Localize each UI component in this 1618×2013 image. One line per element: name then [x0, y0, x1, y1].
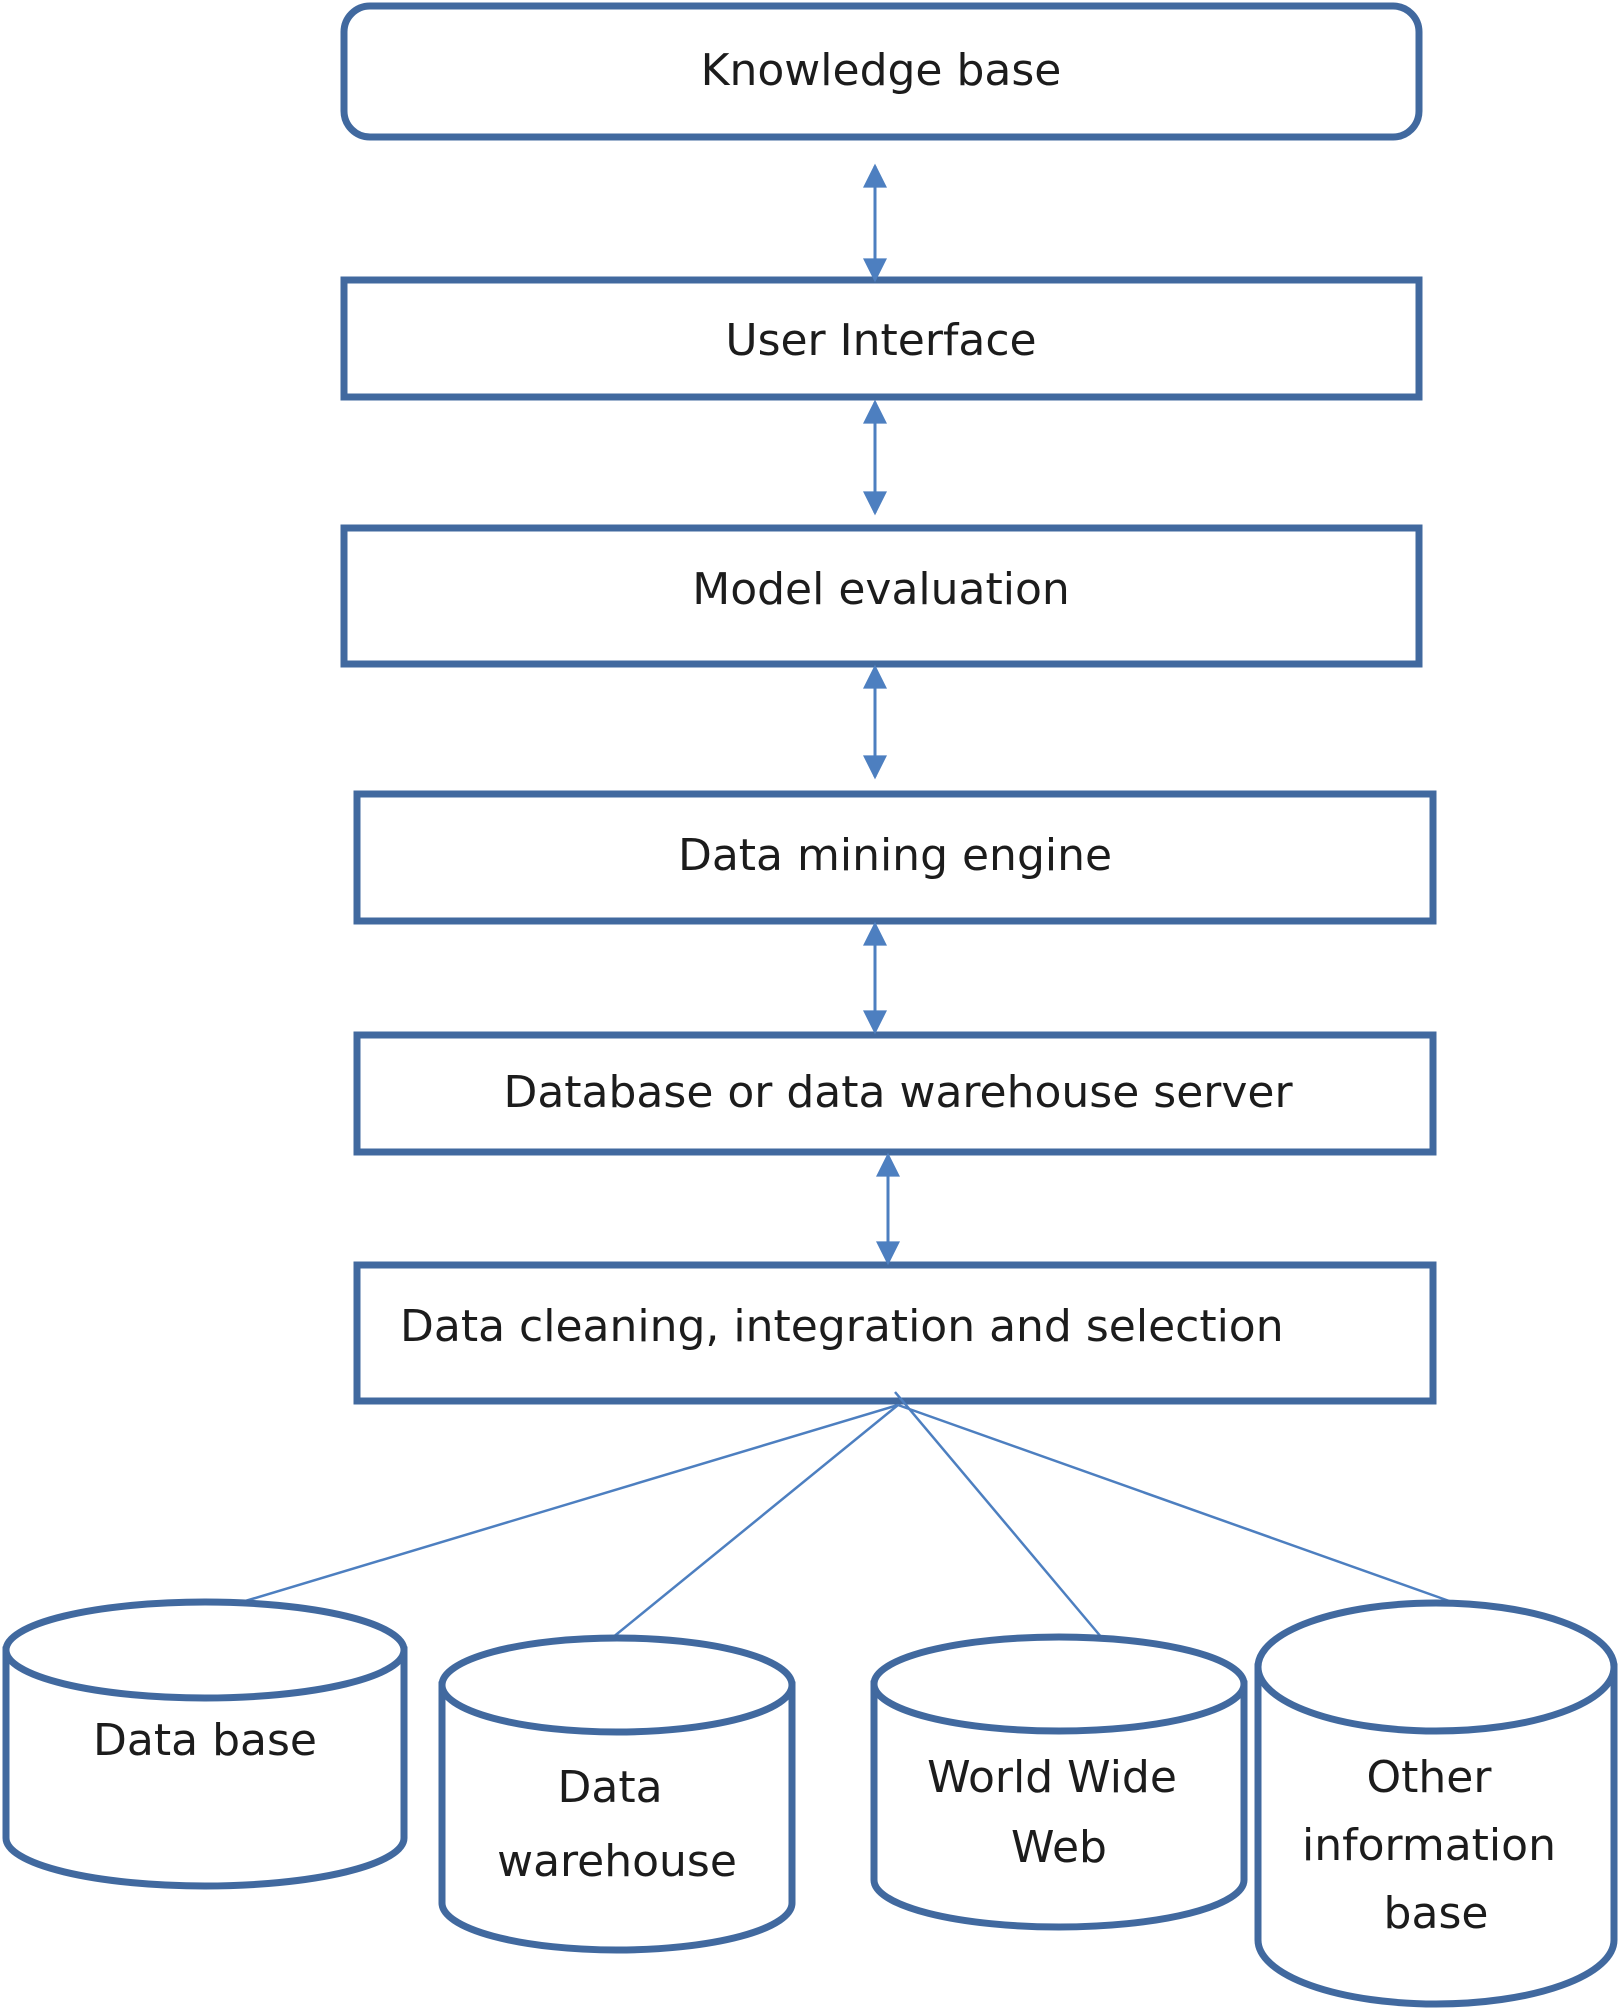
svg-text:Data base: Data base: [93, 1715, 317, 1766]
layer-database-server: Database or data warehouse server: [353, 1031, 1437, 1156]
svg-text:Other information: Other information base: [1302, 1752, 1570, 1939]
link-to-data-warehouse: [611, 1404, 899, 1639]
source-other-information-base: Other information base: [1254, 1599, 1618, 2008]
layer-label: Data mining engine: [678, 830, 1112, 881]
source-label: information: [1302, 1820, 1556, 1871]
link-to-data-base: [241, 1403, 899, 1604]
source-world-wide-web: World Wide Web: [870, 1633, 1248, 1931]
source-label: Web: [1011, 1822, 1107, 1873]
source-label: Data: [557, 1762, 662, 1813]
layer-user-interface: User Interface: [340, 276, 1423, 401]
source-label: warehouse: [497, 1836, 737, 1887]
layer-label: Knowledge base: [701, 45, 1062, 96]
layer-label: Model evaluation: [692, 564, 1070, 615]
layer-label: User Interface: [725, 315, 1036, 366]
layer-data-mining-engine: Data mining engine: [353, 790, 1437, 925]
source-label: World Wide: [927, 1752, 1177, 1803]
source-label: Data base: [93, 1715, 317, 1766]
svg-text:World Wide Web: World Wide Web: [927, 1752, 1191, 1873]
layer-knowledge-base: Knowledge base: [340, 2, 1423, 141]
link-to-other-information-base: [897, 1403, 1453, 1604]
source-data-warehouse: Data warehouse: [438, 1634, 796, 1954]
svg-text:Data warehouse: Data warehouse: [497, 1762, 737, 1887]
layer-label: Data cleaning, integration and selection: [400, 1301, 1284, 1352]
layer-label: Database or data warehouse server: [503, 1067, 1293, 1118]
layer-data-cleaning: Data cleaning, integration and selection: [353, 1261, 1437, 1405]
link-to-world-wide-web: [894, 1391, 1103, 1639]
layer-model-evaluation: Model evaluation: [340, 524, 1423, 668]
source-data-base: Data base: [2, 1598, 408, 1890]
source-label: base: [1384, 1888, 1489, 1939]
source-label: Other: [1367, 1752, 1493, 1803]
